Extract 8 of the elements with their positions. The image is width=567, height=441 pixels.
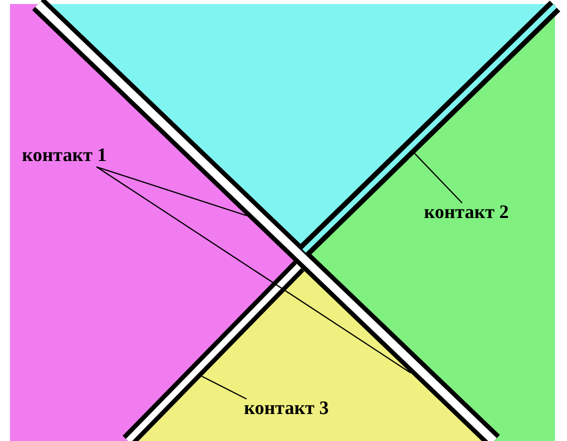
leader-line: [96, 166, 247, 216]
contact-label: контакт 3: [244, 399, 329, 420]
contact-label: контакт 2: [424, 203, 509, 224]
contact-label: контакт 1: [22, 146, 107, 167]
leader-line: [96, 166, 411, 374]
leader-line: [414, 153, 463, 204]
leader-line: [202, 376, 247, 400]
contact-strip: [298, 0, 560, 256]
